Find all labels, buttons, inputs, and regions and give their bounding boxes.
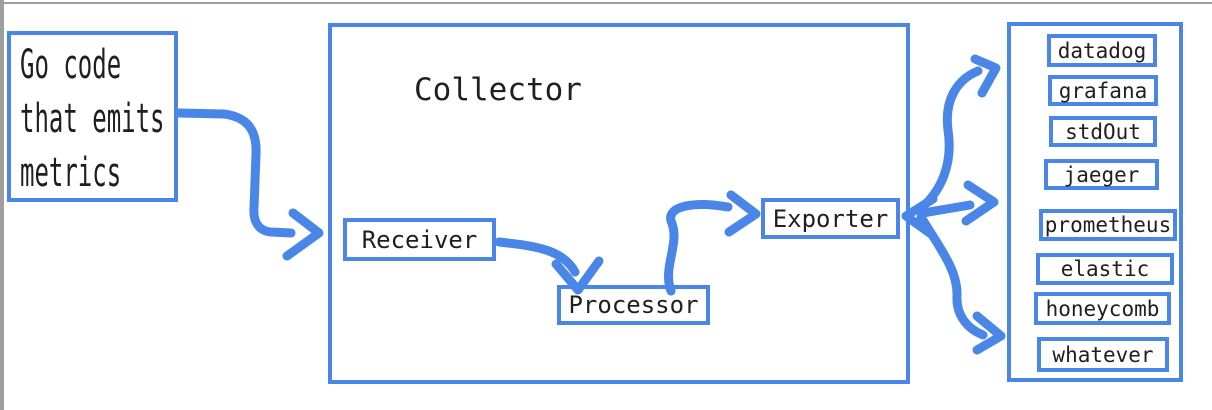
go-code-box: Go code that emits metrics: [7, 31, 178, 202]
backend-datadog: datadog: [1047, 34, 1157, 67]
arrowhead-toward-exporter: [901, 194, 938, 239]
backend-jaeger: jaeger: [1044, 159, 1159, 190]
backend-label: whatever: [1052, 342, 1154, 367]
arrowhead-toward-backends-middle: [961, 180, 999, 226]
arrow-exporter-backends-horizontal: [918, 200, 975, 218]
arrowhead-toward-backends-top: [970, 54, 1001, 98]
window-edge-left: [0, 0, 4, 410]
backend-prometheus: prometheus: [1039, 209, 1177, 241]
exporter-box: Exporter: [761, 198, 900, 239]
arrowhead-toward-backends-bottom: [972, 311, 1006, 355]
backend-honeycomb: honeycomb: [1034, 292, 1171, 325]
arrow-fan-up: [915, 66, 983, 214]
backend-label: prometheus: [1044, 213, 1172, 237]
backend-stdout: stdOut: [1049, 116, 1157, 147]
backends-panel: datadog grafana stdOut jaeger prometheus…: [1007, 22, 1183, 382]
exporter-label: Exporter: [772, 204, 889, 233]
backend-label: stdOut: [1065, 119, 1141, 144]
backend-label: elastic: [1060, 257, 1150, 281]
arrow-fan-down: [916, 212, 988, 340]
arrowhead-source-to-receiver: [282, 208, 324, 261]
receiver-box: Receiver: [343, 218, 496, 261]
backend-label: grafana: [1058, 78, 1148, 103]
backend-whatever: whatever: [1037, 337, 1169, 372]
backend-label: honeycomb: [1045, 296, 1160, 321]
go-code-label: Go code that emits metrics: [20, 42, 165, 196]
backend-elastic: elastic: [1036, 253, 1174, 285]
window-edge-top: [0, 2, 1212, 4]
backend-label: jaeger: [1063, 162, 1140, 187]
processor-box: Processor: [557, 285, 710, 325]
receiver-label: Receiver: [361, 225, 478, 254]
processor-label: Processor: [568, 291, 699, 319]
backend-label: datadog: [1057, 38, 1147, 63]
collector-title: Collector: [414, 72, 582, 108]
arrow-source-to-receiver: [174, 108, 296, 238]
backend-grafana: grafana: [1048, 75, 1158, 106]
